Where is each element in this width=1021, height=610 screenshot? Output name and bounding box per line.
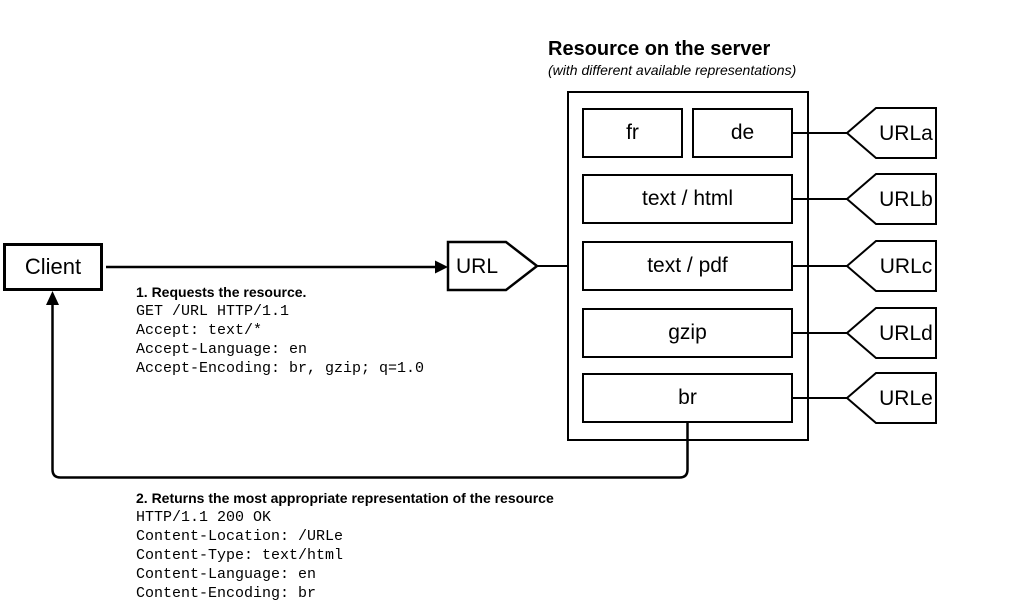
representation-box-br: br xyxy=(582,373,793,423)
url-tag-label-urlc: URLc xyxy=(879,254,933,278)
request-step-label: 1. Requests the resource. xyxy=(136,284,307,300)
client-node: Client xyxy=(3,243,103,291)
response-line: Content-Language: en xyxy=(136,566,317,583)
url-tag-shape-urle xyxy=(845,372,937,424)
url-node-shape xyxy=(446,240,540,292)
representation-label: de xyxy=(730,121,755,144)
request-line: Accept: text/* xyxy=(136,322,263,339)
representation-box-gzip: gzip xyxy=(582,308,793,358)
url-tag-shape-urlc xyxy=(845,240,937,292)
server-title: Resource on the server xyxy=(548,38,771,60)
response-line: Content-Encoding: br xyxy=(136,585,317,602)
response-line: Content-Location: /URLe xyxy=(136,528,344,545)
request-line: Accept-Language: en xyxy=(136,341,308,358)
representation-label: text / html xyxy=(641,187,734,210)
url-tag-shape-urlb xyxy=(845,173,937,225)
request-block: 1. Requests the resource. GET /URL HTTP/… xyxy=(136,283,424,378)
representation-box-text-pdf: text / pdf xyxy=(582,241,793,291)
representation-box-text-html: text / html xyxy=(582,174,793,224)
response-line: Content-Type: text/html xyxy=(136,547,344,564)
request-line: Accept-Encoding: br, gzip; q=1.0 xyxy=(136,360,425,377)
representation-label: text / pdf xyxy=(647,254,728,277)
server-subtitle: (with different available representation… xyxy=(548,62,797,78)
response-block: 2. Returns the most appropriate represen… xyxy=(136,489,554,603)
url-tag-shape-urla xyxy=(845,107,937,159)
representation-label: br xyxy=(678,386,697,409)
response-arrowhead xyxy=(46,291,59,305)
representation-label: fr xyxy=(626,121,639,144)
representation-box-de: de xyxy=(692,108,793,158)
representation-box-fr: fr xyxy=(582,108,683,158)
response-line: HTTP/1.1 200 OK xyxy=(136,509,272,526)
url-tag-label-urlb: URLb xyxy=(879,187,933,211)
url-tag-label-urla: URLa xyxy=(879,121,933,145)
url-tag-label-urle: URLe xyxy=(879,386,933,410)
url-node-label: URL xyxy=(455,254,498,278)
url-tag-label-urld: URLd xyxy=(879,321,933,345)
response-step-label: 2. Returns the most appropriate represen… xyxy=(136,490,554,506)
representation-label: gzip xyxy=(668,321,707,344)
request-arrowhead xyxy=(435,260,448,274)
client-node-label: Client xyxy=(24,254,82,279)
request-line: GET /URL HTTP/1.1 xyxy=(136,303,290,320)
response-return-path xyxy=(51,305,689,479)
url-tag-shape-urld xyxy=(845,307,937,359)
